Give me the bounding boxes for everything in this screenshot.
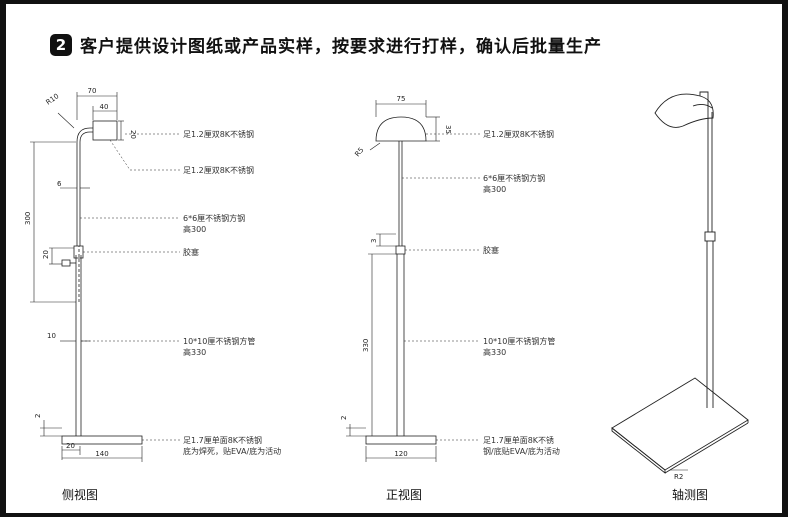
step-header: 2 客户提供设计图纸或产品实样，按要求进行打样，确认后批量生产 bbox=[50, 32, 602, 57]
side-note-base: 足1.7厘单面8K不锈钢 bbox=[183, 435, 262, 445]
side-view bbox=[30, 92, 180, 462]
front-view-caption: 正视图 bbox=[386, 487, 422, 502]
side-note-tube-height: 高330 bbox=[183, 347, 206, 357]
side-rod-bend bbox=[76, 127, 93, 143]
front-view-labels: 75 35 R5 3 330 2 120 足1.2厘双8K不锈钢 6*6厘不锈钢… bbox=[340, 95, 560, 502]
side-view-caption: 侧视图 bbox=[62, 487, 98, 502]
side-view-labels: 70 40 20 R10 6 300 20 10 2 20 140 足1.2厘双… bbox=[24, 87, 281, 502]
front-note-base: 足1.7厘单面8K不锈 bbox=[483, 435, 554, 445]
drawing-sheet: 2 客户提供设计图纸或产品实样，按要求进行打样，确认后批量生产 bbox=[6, 4, 782, 513]
side-note-rod: 6*6厘不锈钢方钢 bbox=[183, 213, 245, 223]
front-note-base-finish: 钢/底贴EVA/底为活动 bbox=[483, 446, 560, 456]
axon-head-plate bbox=[654, 93, 714, 128]
side-head-plate bbox=[92, 120, 118, 141]
side-dim-6: 6 bbox=[57, 180, 62, 188]
side-note-head: 足1.2厘双8K不锈钢 bbox=[183, 165, 254, 175]
front-rubber-plug bbox=[395, 245, 406, 255]
axon-rod-top bbox=[699, 91, 709, 112]
front-dim-75: 75 bbox=[397, 95, 406, 103]
front-dim-r5: R5 bbox=[353, 146, 365, 158]
step-number-badge: 2 bbox=[50, 33, 72, 56]
front-note-rod: 6*6厘不锈钢方钢 bbox=[483, 173, 545, 183]
side-note-tube: 10*10厘不锈钢方管 bbox=[183, 336, 255, 346]
front-leader-lines bbox=[402, 133, 480, 441]
side-dimension-lines bbox=[30, 92, 143, 462]
side-dim-20-head: 20 bbox=[129, 130, 137, 139]
side-clamp-knob bbox=[61, 259, 71, 267]
axon-rubber-plug bbox=[704, 231, 716, 242]
side-leader-lines bbox=[80, 133, 180, 441]
front-dim-120: 120 bbox=[394, 450, 407, 458]
side-dim-20-base: 20 bbox=[66, 442, 75, 450]
front-dim-35: 35 bbox=[444, 125, 452, 134]
side-dim-140: 140 bbox=[95, 450, 108, 458]
axon-view bbox=[611, 91, 749, 474]
axon-dim-r2: R2 bbox=[674, 473, 683, 481]
side-dim-40: 40 bbox=[100, 103, 109, 111]
side-dim-20-plug: 20 bbox=[42, 250, 50, 259]
front-note-tube-height: 高330 bbox=[483, 347, 506, 357]
front-view bbox=[346, 100, 480, 462]
step-title: 客户提供设计图纸或产品实样，按要求进行打样，确认后批量生产 bbox=[80, 37, 602, 57]
axon-base-edge bbox=[611, 427, 666, 474]
side-dim-70: 70 bbox=[88, 87, 97, 95]
front-head-dome bbox=[375, 116, 427, 142]
front-note-plug: 胶塞 bbox=[483, 245, 499, 255]
side-dim-2: 2 bbox=[34, 414, 42, 418]
axon-view-caption: 轴测图 bbox=[672, 487, 708, 502]
side-note-plug: 胶塞 bbox=[183, 247, 199, 257]
front-note-top: 足1.2厘双8K不锈钢 bbox=[483, 129, 554, 139]
axon-view-labels: R2 轴测图 bbox=[672, 473, 708, 502]
front-dim-3: 3 bbox=[370, 239, 378, 243]
side-note-rod-height: 高300 bbox=[183, 224, 206, 234]
side-note-top: 足1.2厘双8K不锈钢 bbox=[183, 129, 254, 139]
axon-head-bend bbox=[692, 103, 713, 109]
side-dim-r10: R10 bbox=[45, 92, 61, 106]
front-base-plate bbox=[365, 435, 437, 445]
side-rubber-plug bbox=[73, 245, 84, 259]
axon-base-edge-front bbox=[664, 422, 749, 474]
side-dim-10: 10 bbox=[47, 332, 56, 340]
front-dimension-lines bbox=[346, 100, 440, 462]
side-note-base-finish: 底为焊死，贴EVA/底为活动 bbox=[183, 446, 281, 456]
side-dim-300: 300 bbox=[24, 212, 32, 225]
axon-base-plate bbox=[611, 377, 749, 471]
front-note-rod-height: 高300 bbox=[483, 184, 506, 194]
side-rod-bend-inner bbox=[79, 131, 93, 143]
front-note-tube: 10*10厘不锈钢方管 bbox=[483, 336, 555, 346]
front-dim-330: 330 bbox=[362, 339, 370, 352]
front-dim-2: 2 bbox=[340, 416, 348, 420]
